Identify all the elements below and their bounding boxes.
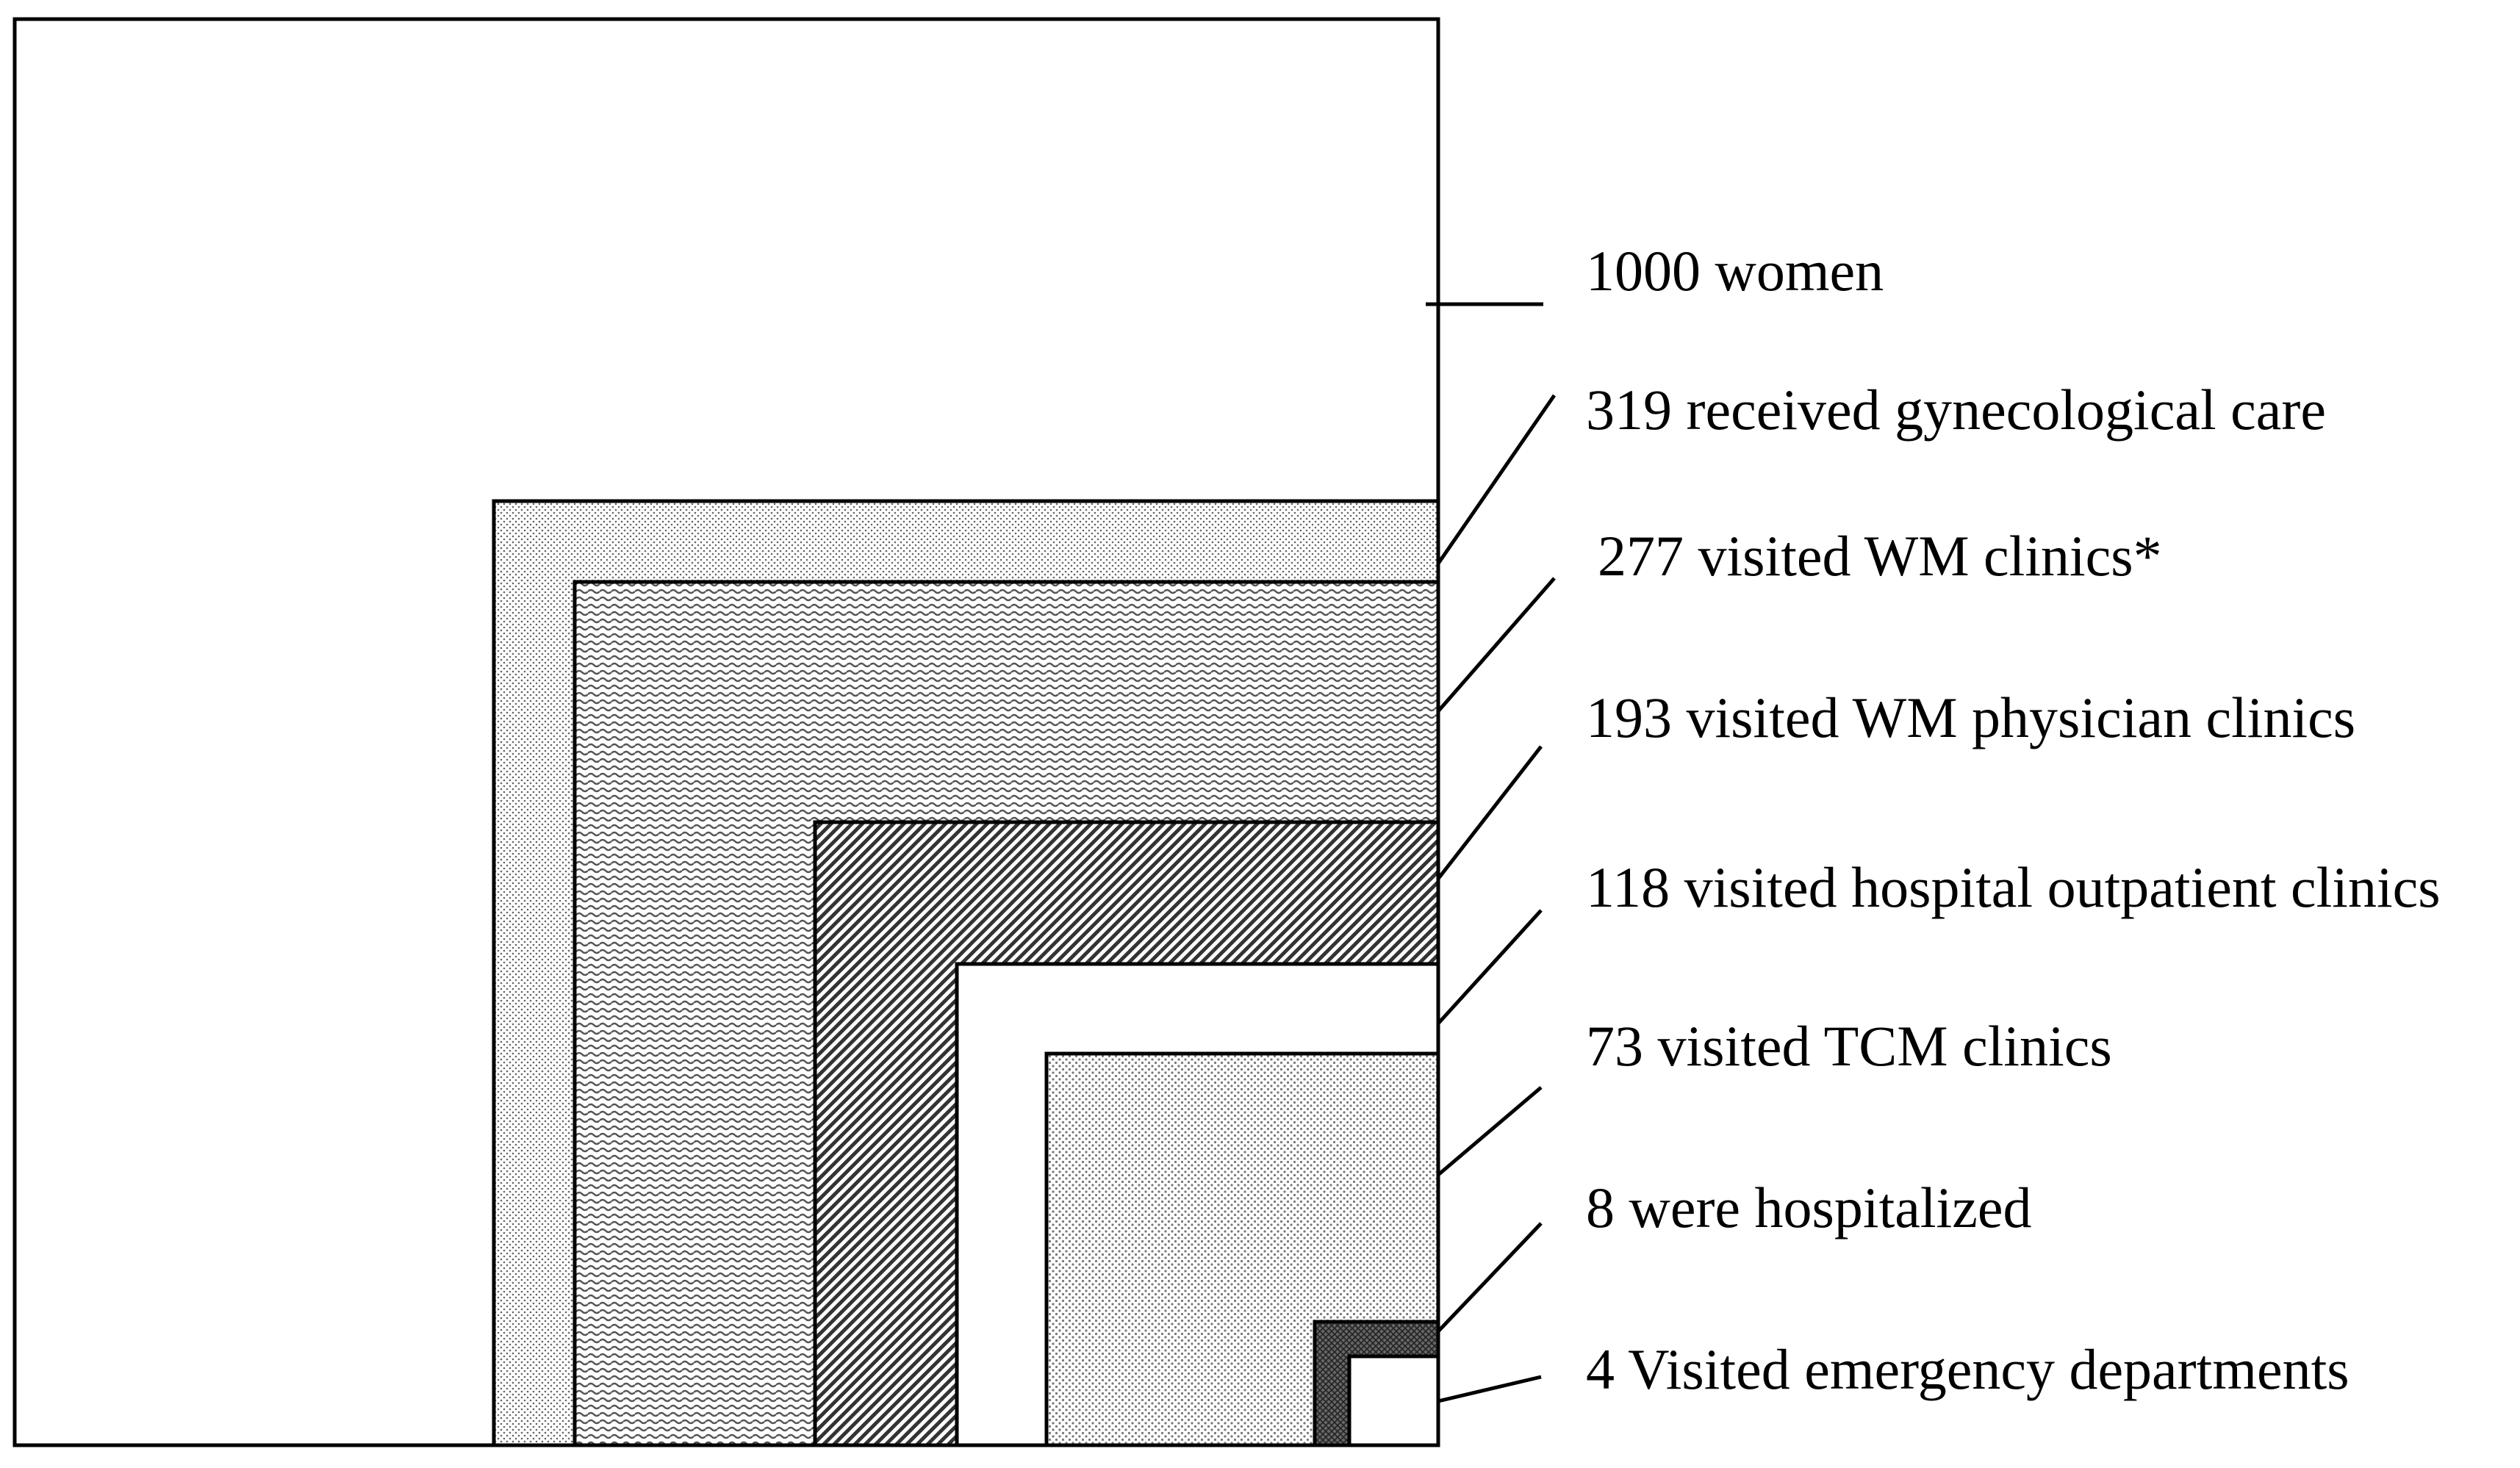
leader-lines (1426, 302, 1557, 1403)
label-hospital-outpatient: 118 visited hospital outpatient clinics (1586, 855, 2441, 919)
label-1000-women: 1000 women (1586, 239, 1884, 303)
leader-line-7 (1437, 1222, 1543, 1333)
labels: 1000 women 319 received gynecological ca… (1586, 239, 2441, 1401)
label-hospitalized: 8 were hospitalized (1586, 1176, 2031, 1239)
leader-line-8 (1437, 1375, 1542, 1403)
box-emergency (1347, 1354, 1440, 1447)
leader-line-6 (1437, 1086, 1543, 1176)
leader-line-4 (1437, 745, 1543, 880)
leader-line-2 (1436, 394, 1557, 565)
leader-line-3 (1437, 577, 1556, 713)
label-gynecological-care: 319 received gynecological care (1586, 378, 2326, 442)
leader-line-5 (1437, 909, 1543, 1025)
label-wm-clinics: 277 visited WM clinics* (1598, 524, 2162, 588)
label-wm-physician-clinics: 193 visited WM physician clinics (1586, 686, 2355, 749)
nested-boxes (12, 17, 1440, 1447)
label-tcm-clinics: 73 visited TCM clinics (1586, 1014, 2112, 1078)
label-emergency: 4 Visited emergency departments (1586, 1337, 2350, 1401)
